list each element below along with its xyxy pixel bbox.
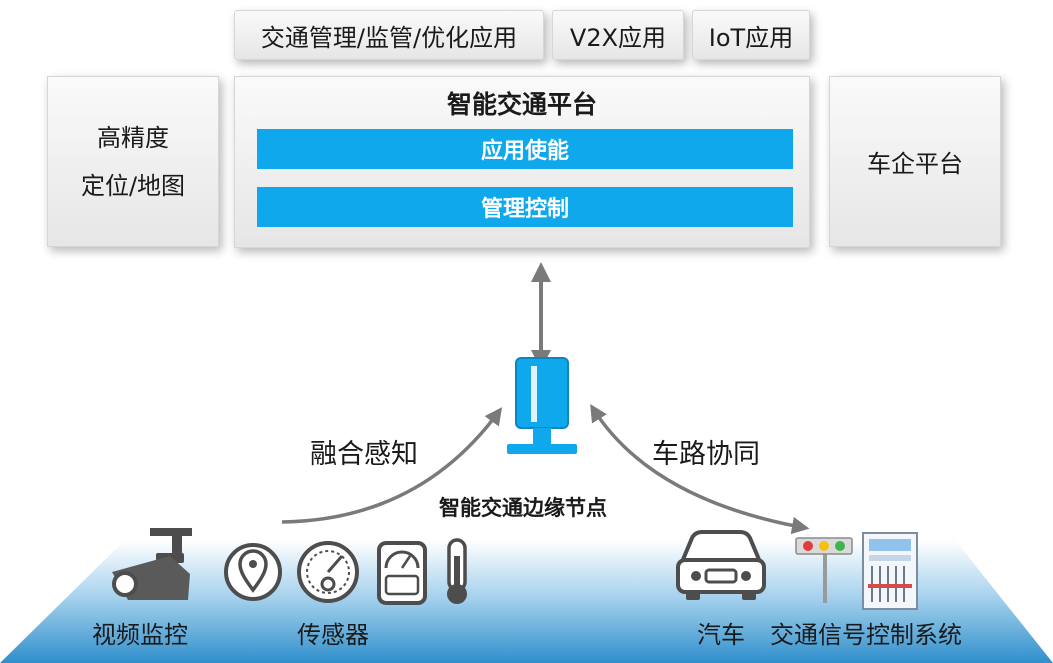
fusion-perception-label: 融合感知 <box>310 439 418 470</box>
meter-icon <box>377 541 427 605</box>
v2x-arrow <box>590 404 810 535</box>
smart-traffic-platform-box: 智能交通平台 应用使能 管理控制 <box>234 76 810 248</box>
management-control-bar: 管理控制 <box>257 187 793 227</box>
app-enablement-bar: 应用使能 <box>257 129 793 169</box>
edge-node-device-icon <box>507 357 577 454</box>
car-label: 汽车 <box>697 621 745 649</box>
traffic-app-tab: 交通管理/监管/优化应用 <box>234 10 544 60</box>
hd-positioning-line2: 定位/地图 <box>80 171 186 200</box>
iot-app-tab: IoT应用 <box>692 10 810 60</box>
thermometer-icon <box>447 538 467 604</box>
edge-node-label: 智能交通边缘节点 <box>439 496 607 520</box>
traffic-signal-system-label: 交通信号控制系统 <box>770 621 962 649</box>
location-pin-icon <box>224 543 282 601</box>
camera-icon <box>112 528 192 600</box>
traffic-light-icon <box>795 537 853 603</box>
v2x-app-tab: V2X应用 <box>552 10 684 60</box>
platform-title: 智能交通平台 <box>446 90 597 119</box>
oem-platform-box: 车企平台 <box>829 76 1001 247</box>
hd-positioning-map-box: 高精度 定位/地图 <box>47 76 219 247</box>
sensor-label: 传感器 <box>297 621 369 649</box>
fusion-arrow <box>281 407 503 524</box>
gauge-icon <box>297 541 359 603</box>
video-surveillance-label: 视频监控 <box>92 621 188 649</box>
car-icon <box>676 530 766 600</box>
vehicle-road-coordination-label: 车路协同 <box>652 439 760 470</box>
hd-positioning-line1: 高精度 <box>97 123 169 152</box>
signal-controller-icon <box>862 532 918 610</box>
